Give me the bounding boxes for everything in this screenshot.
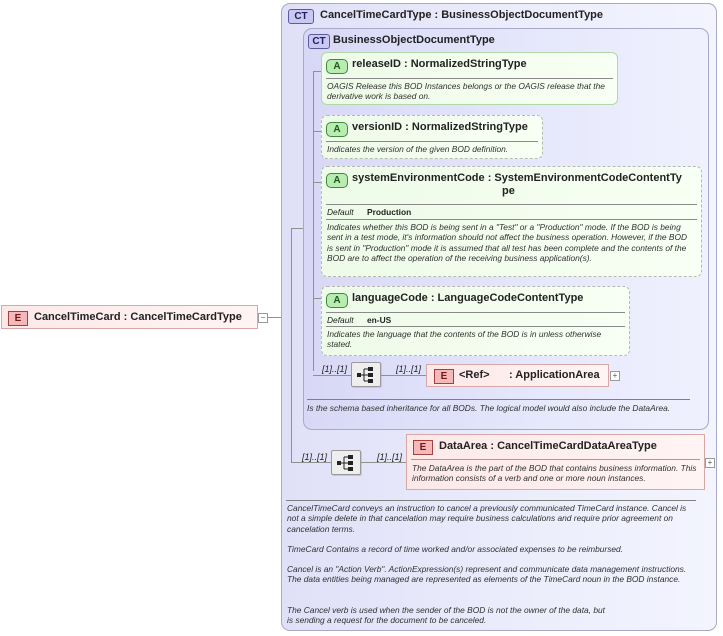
divider [326,78,613,79]
cardinality-label: [1]..[1] [377,452,403,462]
connector-line [361,462,407,463]
attribute-documentation: Indicates the version of the given BOD d… [327,144,509,154]
sequence-icon [357,367,373,383]
root-element-box[interactable]: E CancelTimeCard : CancelTimeCardType [1,305,258,329]
default-value: Production [367,207,412,217]
divider [326,219,697,220]
divider [326,326,625,327]
divider [326,141,538,142]
type-documentation-paragraph: CancelTimeCard conveys an instruction to… [287,503,687,534]
attribute-documentation: Indicates whether this BOD is being sent… [327,222,688,264]
type-documentation-paragraph: TimeCard Contains a record of time worke… [287,544,624,554]
attribute-documentation: OAGIS Release this BOD Instances belongs… [327,81,605,102]
attribute-release-id[interactable]: A releaseID : NormalizedStringType OAGIS… [321,52,618,105]
divider [286,500,696,501]
outer-type-title: CancelTimeCardType : BusinessObjectDocum… [320,9,604,21]
connector-line [313,71,322,72]
attribute-badge: A [326,59,348,74]
attribute-version-id[interactable]: A versionID : NormalizedStringType Indic… [321,115,543,159]
data-area-name: DataArea : CancelTimeCardDataAreaType [439,440,657,452]
root-element-name: CancelTimeCard : CancelTimeCardType [34,311,242,323]
type-documentation-paragraph: Cancel is an "Action Verb". ActionExpres… [287,564,687,585]
connector-line [313,375,351,376]
connector-line [313,71,314,371]
complex-type-badge: CT [308,34,330,49]
data-area-expand-toggle[interactable]: + [705,458,715,468]
connector-line [291,228,292,462]
ref-label: <Ref> [459,369,490,381]
attribute-documentation: Indicates the language that the contents… [327,329,602,350]
data-area-documentation: The DataArea is the part of the BOD that… [412,463,697,484]
element-badge: E [413,440,433,455]
attribute-badge: A [326,293,348,308]
sequence-icon [337,455,353,471]
attribute-name: releaseID : NormalizedStringType [352,58,527,70]
data-area-element[interactable]: E DataArea : CancelTimeCardDataAreaType … [406,434,705,490]
inner-type-documentation: Is the schema based inheritance for all … [307,403,671,413]
connector-line [291,462,331,463]
type-documentation-paragraph: The Cancel verb is used when the sender … [287,605,605,626]
attribute-name-line1: systemEnvironmentCode : SystemEnvironmen… [352,172,682,184]
attribute-name: versionID : NormalizedStringType [352,121,528,133]
cardinality-label: [1]..[1] [396,364,422,374]
attribute-badge: A [326,173,348,188]
attribute-name: systemEnvironmentCode : SystemEnvironmen… [352,172,682,198]
divider [326,312,625,313]
attribute-language-code[interactable]: A languageCode : LanguageCodeContentType… [321,286,630,356]
sequence-compositor[interactable] [331,450,361,475]
default-label: Default [327,207,354,217]
element-badge: E [8,311,28,326]
connector-line [291,228,304,229]
application-area-ref-element[interactable]: E <Ref> : ApplicationArea [426,364,609,387]
connector-line [268,317,292,318]
inner-type-title: BusinessObjectDocumentType [333,34,495,46]
root-collapse-toggle[interactable]: − [258,313,268,323]
connector-line [313,182,322,183]
attribute-badge: A [326,122,348,137]
divider [326,204,697,205]
default-label: Default [327,315,354,325]
attribute-system-environment-code[interactable]: A systemEnvironmentCode : SystemEnvironm… [321,166,702,277]
application-area-expand-toggle[interactable]: + [610,371,620,381]
cardinality-label: [1]..[1] [302,452,328,462]
connector-line [381,375,426,376]
element-badge: E [434,369,454,384]
attribute-name-line2: pe [502,185,515,197]
complex-type-badge: CT [288,9,314,24]
divider [307,399,690,400]
attribute-name: languageCode : LanguageCodeContentType [352,292,584,304]
divider [411,459,700,460]
connector-line [313,131,322,132]
default-value: en-US [367,315,392,325]
ref-element-name: : ApplicationArea [509,369,600,381]
cardinality-label: [1]..[1] [322,364,348,374]
sequence-compositor[interactable] [351,362,381,387]
connector-line [313,298,322,299]
